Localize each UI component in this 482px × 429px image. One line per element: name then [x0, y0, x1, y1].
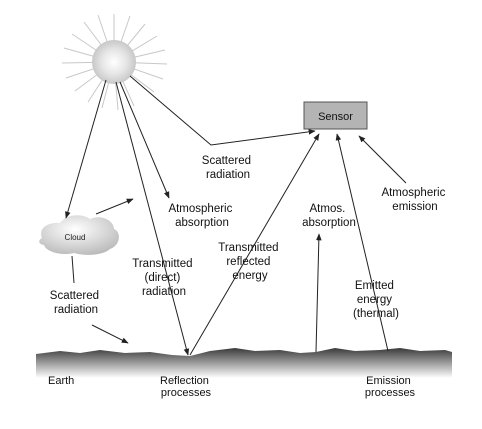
cloud-scatter-down-arrow — [71, 255, 75, 284]
sensor-label: Sensor — [318, 111, 353, 123]
atmos-absorption-arrow — [315, 233, 322, 353]
sensor-box — [303, 101, 368, 130]
cloud-icon — [39, 215, 119, 255]
scattered-radiation-to-ground-arrow — [91, 324, 129, 344]
cloud-scatter-arrow — [95, 198, 134, 215]
scattered-radiation-to-sensor-arrow — [129, 75, 316, 146]
transmitted-reflected-label: Transmitted reflected energy — [218, 242, 282, 282]
atmos-absorption-label: Atmos. absorption — [302, 203, 356, 229]
emitted-energy-to-sensor-arrow — [335, 133, 389, 352]
sun-direct-to-ground-arrow — [115, 81, 190, 356]
atmospheric-emission-label: Atmospheric emission — [381, 187, 448, 213]
reflection-processes-label: Reflection processes — [160, 375, 212, 399]
emission-processes-label: Emission processes — [365, 375, 416, 399]
sun-to-absorption-arrow — [119, 81, 170, 199]
earth-surface — [36, 348, 452, 378]
earth-label: Earth — [48, 375, 74, 387]
radiation-arrows — [65, 75, 407, 356]
sun-icon — [61, 14, 168, 111]
cloud-label: Cloud — [65, 233, 86, 242]
scattered-radiation-bottom-label: Scattered radiation — [50, 290, 102, 316]
scattered-radiation-top-label: Scattered radiation — [202, 155, 254, 181]
atmospheric-absorption-label: Atmospheric absorption — [168, 203, 235, 229]
sun-to-cloud-arrow — [65, 79, 107, 219]
reflected-energy-to-sensor-arrow — [189, 133, 320, 356]
emitted-energy-label: Emitted energy (thermal) — [353, 280, 399, 320]
transmitted-direct-label: Transmitted (direct) radiation — [132, 258, 196, 298]
atmospheric-emission-arrow — [358, 135, 407, 184]
